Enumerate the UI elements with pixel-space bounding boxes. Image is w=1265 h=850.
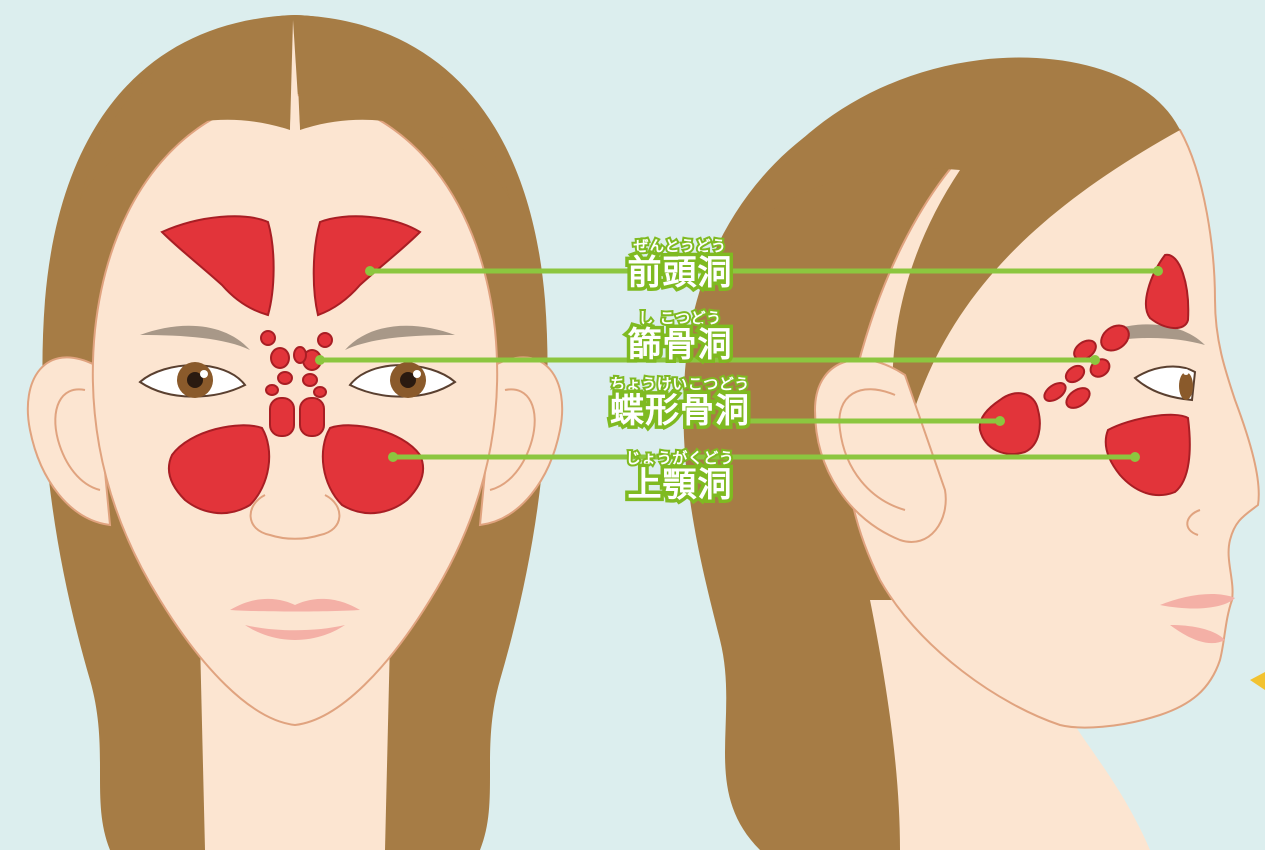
front-ethmoid-cell [314, 387, 326, 397]
corner-accent-mark [1250, 672, 1265, 690]
front-sphenoid-sinus-right [300, 398, 324, 436]
leader-dot [388, 452, 398, 462]
front-view-head [28, 15, 562, 850]
leader-dot [995, 416, 1005, 426]
label-maxillary-sinus: じょうがくどう 上顎洞 [590, 450, 770, 504]
leader-dot [365, 266, 375, 276]
furigana: じょうがくどう [590, 450, 770, 466]
front-ethmoid-cell [303, 374, 317, 386]
label-ethmoid-sinus: し こつどう 篩骨洞 [590, 310, 770, 364]
term: 上顎洞 [590, 466, 770, 504]
front-ethmoid-cell [318, 333, 332, 347]
front-sphenoid-sinus-left [270, 398, 294, 436]
furigana: ぜんとうどう [590, 238, 770, 254]
front-ethmoid-cell [266, 385, 278, 395]
leader-dot [1153, 266, 1163, 276]
label-sphenoid-sinus: ちょうけいこつどう 蝶形骨洞 [590, 376, 770, 430]
term: 蝶形骨洞 [590, 392, 770, 430]
label-frontal-sinus: ぜんとうどう 前頭洞 [590, 238, 770, 292]
front-ethmoid-cell [271, 348, 289, 368]
leader-dot [1130, 452, 1140, 462]
leader-dot [1090, 355, 1100, 365]
front-ethmoid-cell [278, 372, 292, 384]
front-ethmoid-cell [261, 331, 275, 345]
term: 篩骨洞 [590, 326, 770, 364]
leader-dot [315, 355, 325, 365]
front-ethmoid-cell [294, 347, 306, 363]
term: 前頭洞 [590, 254, 770, 292]
furigana: ちょうけいこつどう [590, 376, 770, 392]
furigana: し こつどう [590, 310, 770, 326]
